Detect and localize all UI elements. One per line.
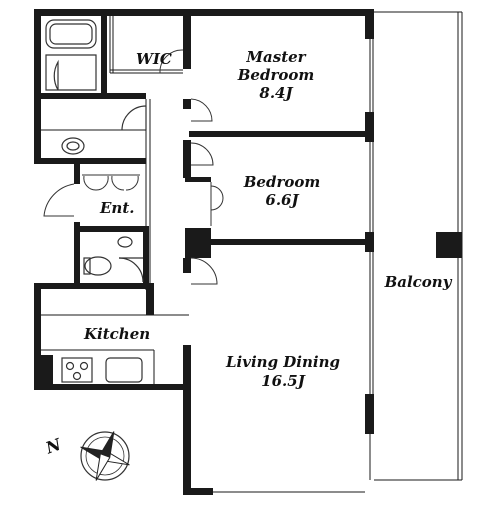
bathtub (45, 19, 97, 91)
walls (34, 9, 462, 495)
compass-needle-icon (80, 431, 130, 481)
wic-label: WIC (136, 50, 172, 68)
compass-north-letter: N (42, 434, 64, 458)
toilet (83, 236, 144, 283)
master-bedroom-size: 8.4J (259, 84, 293, 102)
kitchen-fixtures (61, 357, 143, 383)
thin-lines (41, 11, 463, 493)
washbasin (61, 105, 147, 155)
living-dining-size: 16.5J (261, 372, 306, 390)
bedroom-label: Bedroom (243, 173, 321, 191)
entrance-closet (43, 174, 140, 217)
doors (159, 49, 224, 285)
living-dining-label: Living Dining (225, 353, 340, 371)
master-bedroom-label-2: Bedroom (237, 66, 315, 84)
bedroom-size: 6.6J (265, 191, 299, 209)
master-bedroom-label: Master (245, 48, 306, 66)
kitchen-label: Kitchen (83, 325, 150, 343)
entrance-label: Ent. (99, 199, 135, 217)
compass-rose (80, 431, 130, 481)
balcony-label: Balcony (384, 273, 453, 291)
